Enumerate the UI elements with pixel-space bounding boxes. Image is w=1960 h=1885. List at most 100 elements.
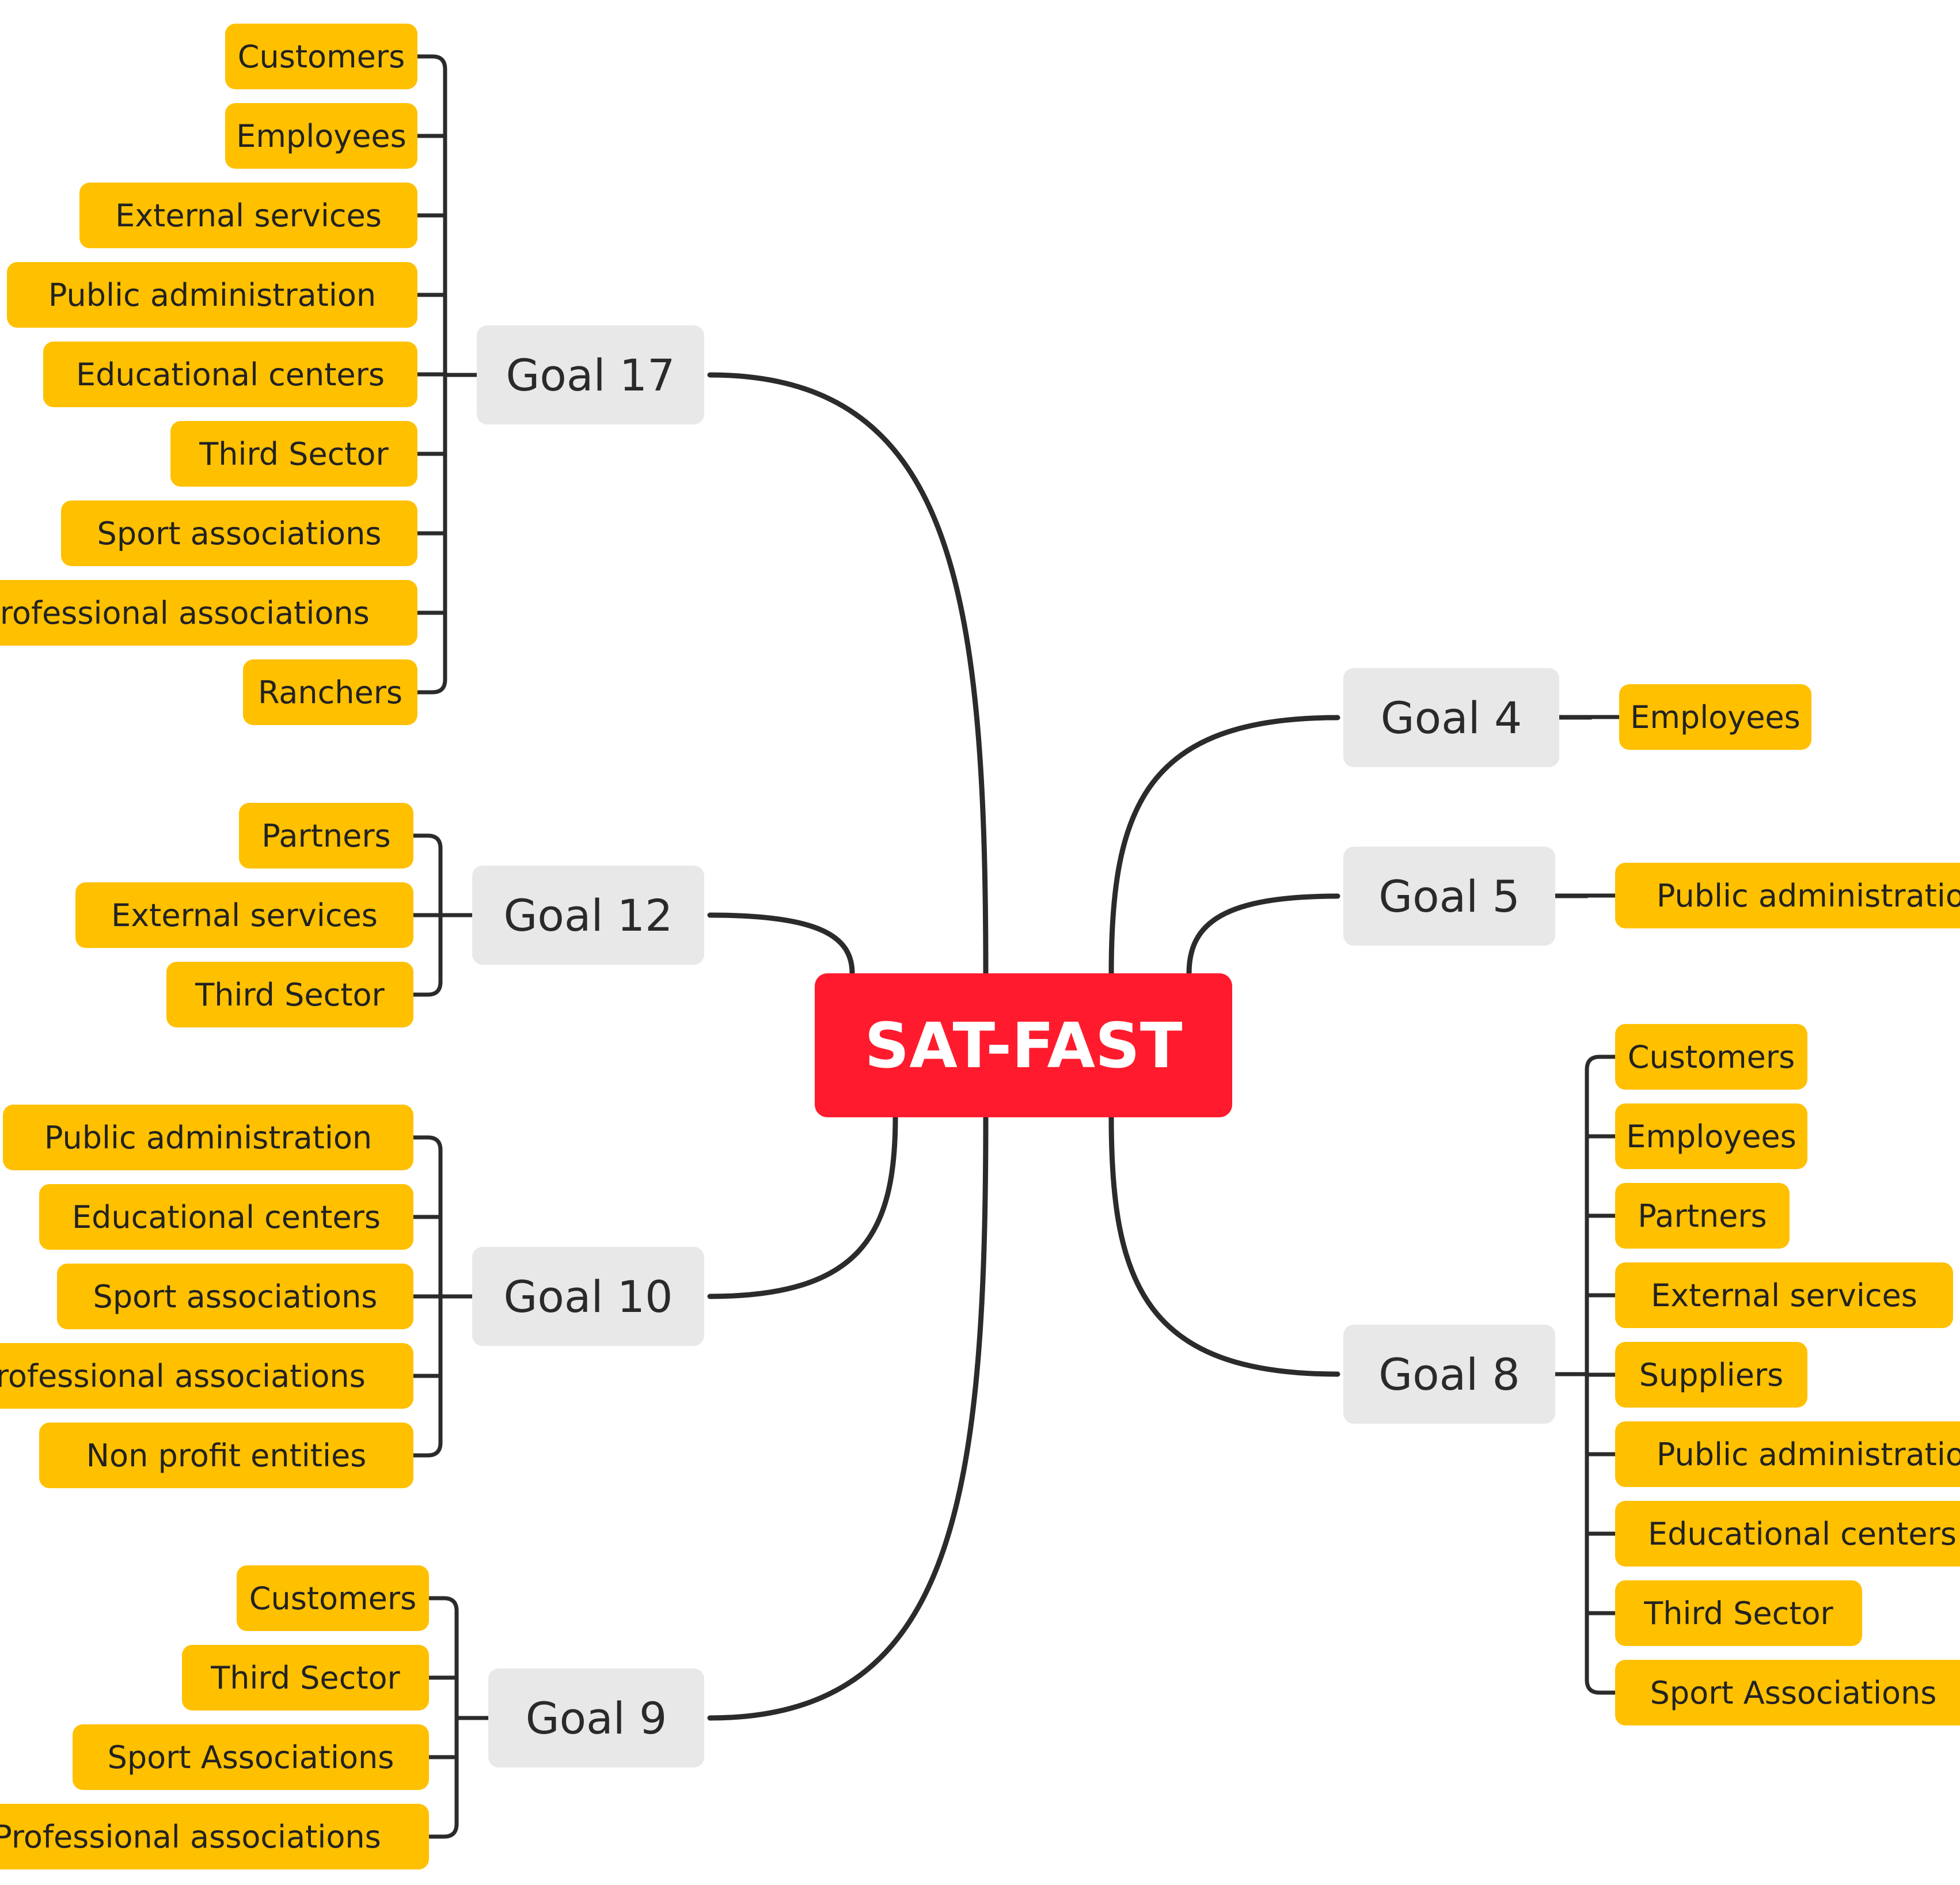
stakeholder-node-box: [0, 580, 417, 646]
stakeholder-node: Customers: [1615, 1024, 1807, 1090]
stakeholder-node: Third Sector: [1615, 1580, 1862, 1646]
goal-node-label: Goal 4: [1381, 692, 1522, 744]
stakeholder-node: Third Sector: [166, 962, 413, 1027]
stakeholder-node: External services: [75, 882, 413, 948]
stakeholder-node-label: Public administration: [1657, 878, 1960, 914]
connector-goal-5: [1186, 893, 1340, 976]
stakeholder-node: Educational centers: [43, 342, 417, 407]
stakeholder-node-label: Public administration: [48, 277, 376, 313]
goal-node-goal-4: Goal 4: [1343, 668, 1559, 767]
stakeholder-node-box: [0, 1804, 429, 1869]
stakeholder-node: Educational centers: [39, 1184, 413, 1250]
goal-node-label: Goal 5: [1378, 871, 1520, 922]
stakeholder-node: External services: [79, 183, 417, 248]
goal-node-goal-17: Goal 17: [477, 325, 704, 424]
goal-node-box: [477, 325, 704, 424]
stakeholder-node-box: [1615, 1501, 1960, 1567]
stakeholder-node-label: Customers: [1628, 1039, 1795, 1075]
goal-node-box: [488, 1668, 704, 1768]
stakeholder-node: Public administration: [1615, 863, 1960, 928]
stakeholder-node-box: [57, 1264, 413, 1329]
stakeholder-node-box: [166, 962, 413, 1027]
stakeholder-node-label: Third Sector: [199, 436, 389, 472]
stakeholder-node-label: External services: [115, 198, 382, 234]
stakeholder-node: Public administration: [3, 1105, 413, 1170]
goal-node-goal-8: Goal 8: [1343, 1325, 1555, 1424]
stakeholder-node-label: Educational centers: [1648, 1516, 1957, 1552]
stakeholder-node-box: [3, 1105, 413, 1170]
root-node-box: [815, 973, 1232, 1117]
stakeholder-node-box: [39, 1184, 413, 1250]
stakeholder-node-label: Professional associations: [0, 595, 370, 631]
stakeholder-node-label: Professional associations: [0, 1358, 366, 1394]
goal-node-goal-10: Goal 10: [472, 1247, 704, 1346]
goal-node-label: Goal 8: [1378, 1349, 1520, 1400]
stakeholder-node: Sport Associations: [1615, 1660, 1960, 1725]
stakeholder-node-box: [73, 1724, 429, 1790]
stakeholder-node-box: [43, 342, 417, 407]
bracket-spine-goal-9: [427, 1596, 459, 1839]
stakeholder-node-label: Partners: [1638, 1198, 1767, 1234]
stakeholder-node-label: Educational centers: [72, 1199, 381, 1235]
stakeholder-node-label: Customers: [238, 39, 405, 75]
stakeholder-node: Public administration: [7, 262, 417, 328]
connector-goal-4: [1108, 715, 1340, 976]
stakeholder-node: Partners: [239, 803, 413, 868]
stakeholder-node-box: [1615, 1342, 1807, 1408]
goal-node-label: Goal 17: [506, 350, 675, 401]
goal-node-label: Goal 12: [504, 890, 673, 941]
stakeholder-node-label: Customers: [249, 1580, 416, 1617]
goal-node-box: [1343, 668, 1559, 767]
stakeholder-node-label: External services: [1651, 1277, 1917, 1314]
stakeholder-node-label: Professional associations: [0, 1819, 381, 1855]
stakeholder-node-label: Sport associations: [93, 1279, 378, 1315]
stakeholder-node: Public administration: [1615, 1421, 1960, 1487]
stakeholder-node: Customers: [225, 24, 417, 89]
stakeholder-node: Sport Associations: [73, 1724, 429, 1790]
stakeholder-node: Professional associations: [0, 1804, 429, 1869]
stakeholder-node-box: [1619, 684, 1811, 750]
stakeholder-node-box: [1615, 1580, 1862, 1646]
stakeholder-node-box: [237, 1565, 429, 1631]
stakeholder-node-label: Employees: [1630, 699, 1801, 735]
stakeholder-node: Educational centers: [1615, 1501, 1960, 1567]
stakeholder-node-box: [1615, 1421, 1960, 1487]
stakeholder-node-box: [1615, 1103, 1807, 1169]
stakeholder-node-box: [1615, 1024, 1807, 1090]
stakeholder-node-box: [0, 1343, 413, 1409]
goal-node-goal-9: Goal 9: [488, 1668, 704, 1768]
stakeholder-node-label: Suppliers: [1639, 1357, 1784, 1393]
connector-goal-12: [707, 912, 855, 976]
connector-goal-17: [707, 372, 989, 976]
stakeholder-node: Non profit entities: [39, 1423, 413, 1488]
stakeholder-node: Professional associations: [0, 580, 417, 646]
stakeholder-node: Professional associations: [0, 1343, 413, 1409]
stakeholder-node: Employees: [1615, 1103, 1807, 1169]
root-node-label: SAT-FAST: [864, 1010, 1182, 1082]
stakeholder-node-box: [1615, 863, 1960, 928]
connector-lines: [707, 372, 1340, 1721]
stakeholder-node-label: Third Sector: [210, 1660, 400, 1696]
stakeholder-node-box: [1615, 1660, 1960, 1725]
stakeholder-node-box: [239, 803, 413, 868]
stakeholder-node: Customers: [237, 1565, 429, 1631]
stakeholder-node-box: [61, 500, 417, 566]
stakeholder-node: Suppliers: [1615, 1342, 1807, 1408]
stakeholder-node: Partners: [1615, 1183, 1790, 1249]
stakeholder-node: Third Sector: [182, 1645, 429, 1710]
stakeholder-node: Employees: [225, 103, 417, 169]
goal-node-box: [1343, 1325, 1555, 1424]
goal-node-label: Goal 9: [526, 1693, 667, 1744]
stakeholder-node-box: [7, 262, 417, 328]
stakeholder-node: Sport associations: [61, 500, 417, 566]
stakeholder-node-label: Partners: [261, 818, 390, 854]
stakeholder-node-box: [39, 1423, 413, 1488]
stakeholder-node-label: External services: [111, 897, 378, 934]
stakeholder-node-box: [170, 421, 417, 487]
stakeholder-node-label: Ranchers: [258, 674, 402, 711]
stakeholder-node-label: Non profit entities: [86, 1438, 367, 1474]
bracket-lines: [411, 54, 1621, 1839]
stakeholder-node-label: Sport Associations: [108, 1739, 394, 1776]
stakeholder-node-label: Sport associations: [97, 515, 382, 552]
